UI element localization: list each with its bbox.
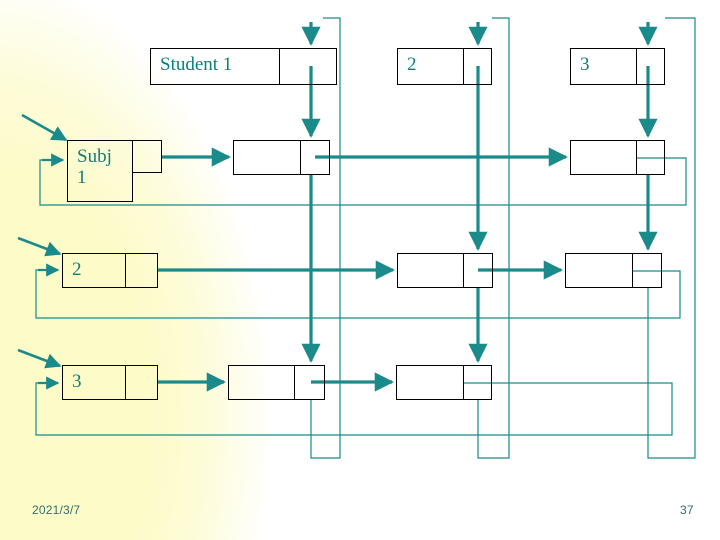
header-node-subj-2-data: 2 — [62, 253, 126, 288]
header-node-subj-2-pointer — [125, 253, 158, 288]
footer-date: 2021/3/7 — [32, 503, 81, 517]
matrix-node-r3c1-data — [228, 365, 295, 400]
matrix-node-r2c3-data — [565, 253, 633, 288]
matrix-node-r2c3-pointer — [632, 253, 662, 288]
matrix-node-r3c2-data — [396, 365, 464, 400]
header-node-subj-3-pointer — [125, 365, 158, 400]
header-node-3-data: 3 — [570, 48, 637, 85]
header-node-student-1-data: Student 1 — [150, 48, 280, 85]
row-links — [158, 147, 568, 392]
header-node-2-pointer — [463, 48, 492, 85]
column-links — [301, 66, 658, 363]
matrix-node-r1c1-data — [233, 140, 301, 175]
header-node-subj-1-data: Subj 1 — [67, 140, 133, 202]
matrix-node-r3c1-pointer — [294, 365, 325, 400]
header-node-subj-3-data: 3 — [62, 365, 126, 400]
matrix-node-r1c3-data — [570, 140, 637, 175]
header-node-3-pointer — [636, 48, 665, 85]
header-node-student-1-pointer — [279, 48, 337, 85]
matrix-node-r1c3-pointer — [636, 140, 665, 175]
footer-page-number: 37 — [680, 503, 694, 517]
matrix-node-r2c2-data — [397, 253, 464, 288]
header-top-entry-arrows — [301, 22, 658, 46]
matrix-node-r3c2-pointer — [463, 365, 492, 400]
header-node-2-data: 2 — [397, 48, 464, 85]
matrix-node-r2c2-pointer — [463, 253, 493, 288]
matrix-node-r1c1-pointer — [300, 140, 330, 175]
row-header-entry-arrows — [38, 153, 65, 390]
header-node-subj-1-pointer — [132, 140, 162, 173]
external-head-arrows — [17, 113, 68, 369]
column-loop-returns — [310, 17, 696, 459]
